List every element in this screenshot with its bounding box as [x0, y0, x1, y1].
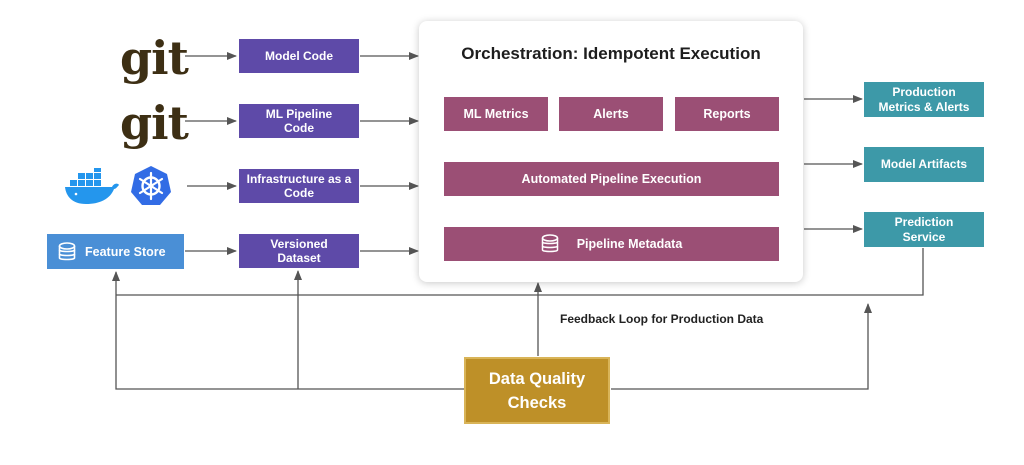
alerts-box: Alerts [559, 97, 663, 131]
prediction-service-label: Prediction Service [894, 214, 954, 244]
versioned-dataset-label: Versioned Dataset [270, 237, 328, 265]
infrastructure-box: Infrastructure as a Code [239, 169, 359, 203]
feature-store-box: Feature Store [47, 234, 184, 269]
infrastructure-label: Infrastructure as a Code [246, 172, 352, 200]
feedback-loop-label: Feedback Loop for Production Data [560, 312, 764, 326]
reports-box: Reports [675, 97, 779, 131]
production-metrics-box: Production Metrics & Alerts [864, 82, 984, 117]
ml-metrics-box: ML Metrics [444, 97, 548, 131]
ml-metrics-label: ML Metrics [463, 107, 529, 121]
model-artifacts-label: Model Artifacts [880, 157, 968, 171]
database-icon [58, 241, 76, 260]
reports-label: Reports [703, 107, 751, 121]
git-logo: git [120, 96, 189, 150]
pipeline-metadata-box: Pipeline Metadata [444, 227, 779, 261]
kubernetes-icon [131, 166, 171, 205]
ml-pipeline-code-label: ML Pipeline Code [265, 107, 333, 135]
docker-icon [65, 168, 119, 204]
versioned-dataset-box: Versioned Dataset [239, 234, 359, 268]
automated-pipeline-label: Automated Pipeline Execution [521, 172, 702, 186]
pipeline-metadata-label: Pipeline Metadata [576, 237, 683, 251]
orchestration-title: Orchestration: Idempotent Execution [461, 44, 761, 63]
database-icon [541, 234, 558, 253]
production-metrics-label: Production Metrics & Alerts [878, 84, 970, 114]
alerts-label: Alerts [593, 107, 629, 121]
data-quality-checks-box: Data Quality Checks [464, 357, 610, 424]
model-artifacts-box: Model Artifacts [864, 147, 984, 182]
feature-store-label: Feature Store [85, 244, 166, 259]
automated-pipeline-box: Automated Pipeline Execution [444, 162, 779, 196]
prediction-service-box: Prediction Service [864, 212, 984, 247]
data-quality-label: Data Quality Checks [488, 369, 586, 412]
model-code-box: Model Code [239, 39, 359, 73]
git-logo: git [120, 31, 189, 85]
model-code-label: Model Code [265, 49, 333, 63]
ml-pipeline-code-box: ML Pipeline Code [239, 104, 359, 138]
